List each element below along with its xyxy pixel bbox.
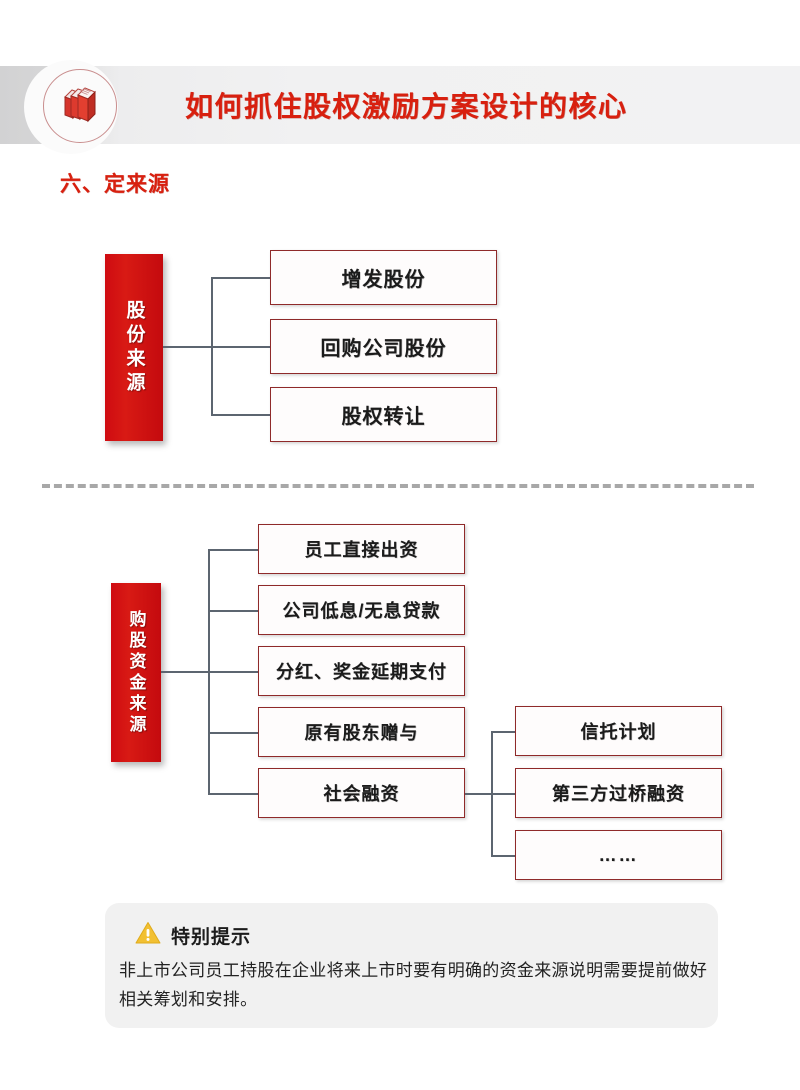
diagram2-sub-branch-line bbox=[491, 731, 517, 733]
diagram2-node: 员工直接出资 bbox=[258, 524, 465, 574]
section-divider bbox=[42, 484, 754, 488]
warning-triangle-icon bbox=[135, 921, 161, 950]
diagram2-root-label-text: 购股资金来源 bbox=[126, 609, 146, 736]
tip-box: 特别提示 非上市公司员工持股在企业将来上市时要有明确的资金来源说明需要提前做好相… bbox=[105, 903, 718, 1028]
diagram1-branch-line bbox=[211, 277, 271, 279]
diagram1-node: 回购公司股份 bbox=[270, 319, 497, 374]
header-bar bbox=[0, 66, 800, 144]
diagram2-node-label: 分红、奖金延期支付 bbox=[276, 662, 447, 682]
diagram1-node: 股权转让 bbox=[270, 387, 497, 442]
diagram2-branch-line bbox=[208, 671, 260, 673]
section-heading: 六、定来源 bbox=[60, 173, 170, 196]
diagram2-sub-node: …… bbox=[515, 830, 722, 880]
diagram2-node-label: 员工直接出资 bbox=[304, 540, 419, 560]
diagram2-node: 原有股东赠与 bbox=[258, 707, 465, 757]
diagram1-node-label: 股权转让 bbox=[341, 406, 426, 428]
diagram2-sub-node-label: 信托计划 bbox=[580, 722, 657, 742]
diagram2-sub-node: 信托计划 bbox=[515, 706, 722, 756]
diagram2-sub-node: 第三方过桥融资 bbox=[515, 768, 722, 818]
tip-title: 特别提示 bbox=[171, 927, 252, 948]
diagram2-sub-node-label: …… bbox=[598, 844, 639, 865]
diagram2-branch-line bbox=[208, 793, 260, 795]
diagram2-node-label: 原有股东赠与 bbox=[304, 723, 419, 743]
diagram2-node-label: 社会融资 bbox=[323, 784, 400, 804]
diagram2-node: 社会融资 bbox=[258, 768, 465, 818]
diagram2-sub-trunk-line bbox=[465, 793, 493, 795]
diagram1-node-label: 回购公司股份 bbox=[320, 338, 447, 360]
diagram2-root-label: 购股资金来源 bbox=[111, 583, 161, 762]
diagram2-branch-line bbox=[208, 610, 260, 612]
diagram1-node-label: 增发股份 bbox=[341, 269, 426, 291]
diagram2-sub-node-label: 第三方过桥融资 bbox=[552, 784, 685, 804]
diagram2-trunk-line bbox=[161, 671, 210, 673]
diagram1-root-label-text: 股份来源 bbox=[123, 299, 145, 396]
diagram2-branch-line bbox=[208, 549, 260, 551]
books-stack-icon bbox=[43, 69, 117, 143]
diagram1-branch-line bbox=[211, 346, 271, 348]
page-title: 如何抓住股权激励方案设计的核心 bbox=[185, 91, 628, 122]
diagram1-root-label: 股份来源 bbox=[105, 254, 163, 441]
diagram2-sub-branch-line bbox=[491, 855, 517, 857]
diagram2-sub-branch-line bbox=[491, 793, 517, 795]
diagram1-node: 增发股份 bbox=[270, 250, 497, 305]
tip-header: 特别提示 bbox=[135, 921, 251, 950]
tip-body: 非上市公司员工持股在企业将来上市时要有明确的资金来源说明需要提前做好相关筹划和安… bbox=[119, 961, 708, 1009]
diagram1-trunk-line bbox=[163, 346, 213, 348]
diagram2-node: 公司低息/无息贷款 bbox=[258, 585, 465, 635]
diagram2-node: 分红、奖金延期支付 bbox=[258, 646, 465, 696]
diagram2-node-label: 公司低息/无息贷款 bbox=[282, 601, 441, 621]
diagram2-branch-line bbox=[208, 732, 260, 734]
diagram1-branch-line bbox=[211, 414, 271, 416]
